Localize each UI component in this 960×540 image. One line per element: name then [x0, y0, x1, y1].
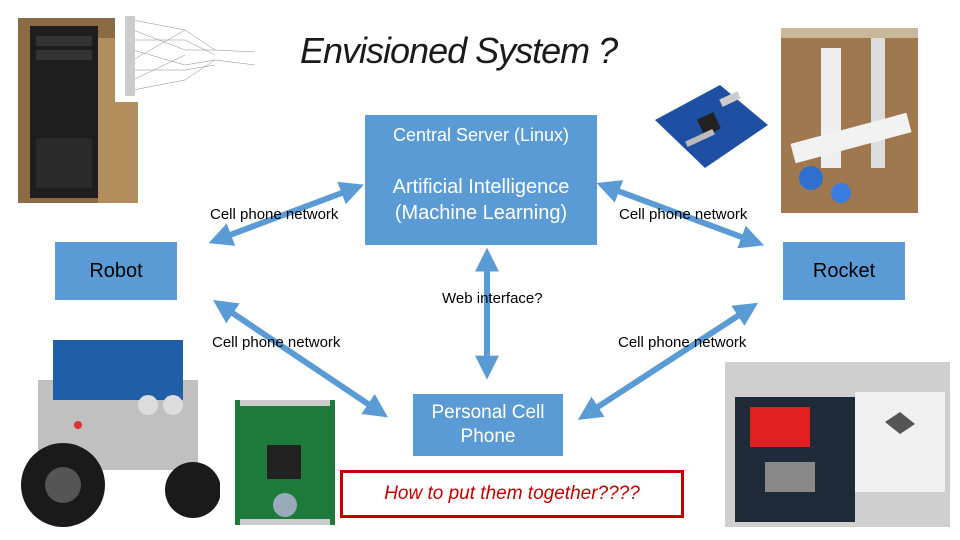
robot-photo — [8, 320, 220, 535]
robot-label: Robot — [89, 259, 143, 282]
slide-title: Envisioned System ? — [300, 30, 618, 71]
question-text: How to put them together???? — [384, 483, 640, 504]
edge-label-robot-phone: Cell phone network — [212, 334, 341, 351]
rocket-parts-photo — [781, 28, 918, 213]
neural-network-image — [115, 10, 265, 102]
central-server-box: Central Server (Linux) Artificial Intell… — [365, 115, 597, 245]
edge-label-server-phone: Web interface? — [442, 290, 543, 307]
fpga-board-image — [655, 85, 768, 168]
fpga-board-photo — [650, 80, 770, 170]
rocket-box: Rocket — [783, 242, 905, 300]
arrow-robot-server — [208, 181, 364, 246]
gps-shield-image — [725, 362, 950, 527]
arrow-rocket-phone — [577, 302, 759, 420]
phone-box: Personal Cell Phone — [413, 394, 563, 456]
rocket-parts-image — [781, 28, 918, 213]
edge-label-robot-server: Cell phone network — [210, 206, 339, 223]
central-server-label: Central Server (Linux) — [392, 125, 570, 145]
arrow-robot-phone — [213, 299, 388, 418]
question-box: How to put them together???? — [340, 470, 684, 518]
arrow-rocket-server — [596, 180, 764, 249]
gps-shield-photo — [725, 362, 950, 527]
rocket-label: Rocket — [812, 259, 876, 282]
edge-label-rocket-phone: Cell phone network — [618, 334, 747, 351]
neural-network-figure — [115, 10, 265, 102]
robot-box: Robot — [55, 242, 177, 300]
robot-image — [21, 340, 220, 527]
phone-label: Personal Cell Phone — [431, 402, 545, 447]
ai-label: Artificial Intelligence (Machine Learnin… — [392, 176, 570, 224]
edge-label-rocket-server: Cell phone network — [619, 206, 748, 223]
